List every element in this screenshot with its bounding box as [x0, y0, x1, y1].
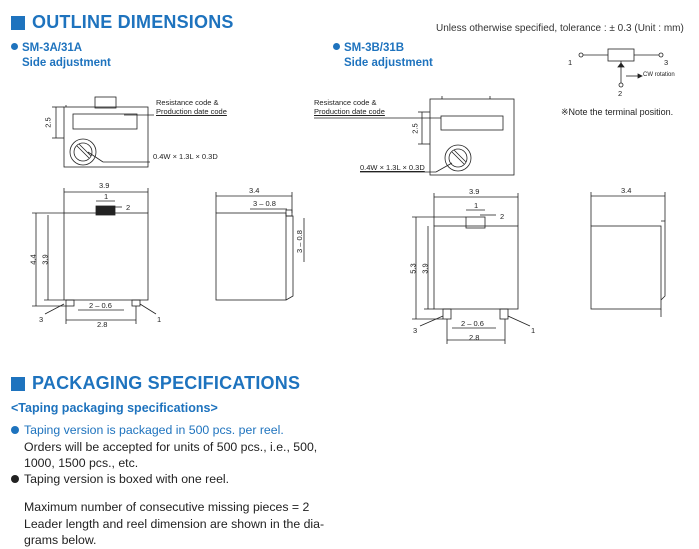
dim-5-3: 5.3: [408, 263, 418, 274]
sm3a-code-callout: Resistance code & Production date code: [156, 98, 227, 116]
dim-2-8: 2.8: [97, 320, 108, 329]
dim-3-9-width: 3.9: [99, 181, 110, 190]
tolerance-note: Unless otherwise specified, tolerance : …: [436, 23, 684, 34]
item1-line3: 1000, 1500 pcs., etc.: [24, 456, 139, 470]
sm3a-hole-callout: 0.4W × 1.3L × 0.3D: [153, 152, 218, 161]
terminal-note: ※Note the terminal position.: [561, 107, 674, 117]
section-marker-outline: [11, 16, 25, 30]
dim-1-width: 1: [104, 192, 109, 201]
missing-line: Maximum number of consecutive missing pi…: [24, 500, 310, 514]
leader-line2: grams below.: [24, 533, 97, 547]
item1-line1: Taping version is packaged in 500 pcs. p…: [24, 423, 284, 437]
cw-rotation-label: CW rotation: [643, 72, 675, 78]
section-marker-packaging: [11, 377, 25, 391]
bullet-dot: [11, 475, 19, 483]
variant-a-label: SM-3A/31A Side adjustment: [11, 41, 111, 71]
dim-1-width: 1: [474, 201, 479, 210]
taping-subtitle: <Taping packaging specifications>: [11, 401, 218, 415]
dim-3-4: 3.4: [621, 186, 632, 195]
dim-3-9-height: 3.9: [40, 254, 50, 265]
dim-2-5: 2.5: [43, 117, 53, 128]
packaging-specifications-title: PACKAGING SPECIFICATIONS: [32, 373, 301, 393]
symbol-terminal-2: 2: [618, 89, 623, 98]
terminal-1-label: 1: [157, 315, 162, 324]
sm3b-front-view: [412, 193, 531, 344]
callout-code-line1: Resistance code &: [156, 98, 219, 107]
variant-a-adjust: Side adjustment: [22, 57, 111, 69]
callout-code-line2: Production date code: [156, 107, 227, 116]
sm3a-side-view: [215, 192, 305, 301]
terminal-2-label: 2: [500, 212, 505, 221]
packaging-item-1: Taping version is packaged in 500 pcs. p…: [11, 422, 317, 472]
callout-code-line2: Production date code: [314, 107, 385, 116]
bullet-dot: [11, 43, 18, 50]
dim-3-9-width: 3.9: [469, 187, 480, 196]
item2-text: Taping version is boxed with one reel.: [24, 472, 230, 486]
dim-2-5: 2.5: [410, 123, 420, 134]
potentiometer-symbol: [578, 48, 664, 88]
terminal-3-label: 3: [413, 326, 418, 335]
terminal-1-label: 1: [531, 326, 536, 335]
sm3a-top-view: [52, 96, 154, 168]
variant-a-model: SM-3A/31A: [22, 42, 83, 54]
dim-3-0-8-vertical: 3 – 0.8: [294, 230, 304, 253]
terminal-3-label: 3: [39, 315, 44, 324]
sm3b-side-view: [590, 192, 666, 317]
sm3b-top-view: [314, 96, 515, 176]
symbol-terminal-3: 3: [664, 58, 669, 67]
leader-line1: Leader length and reel dimension are sho…: [24, 516, 325, 531]
dim-3-9-height: 3.9: [420, 263, 430, 274]
dim-2-0-6: 2 – 0.6: [461, 319, 484, 328]
dim-3-0-8: 3 – 0.8: [253, 199, 276, 208]
variant-b-model: SM-3B/31B: [344, 42, 405, 54]
bullet-dot: [11, 426, 19, 434]
dim-4-4: 4.4: [28, 254, 38, 265]
outline-dimensions-title: OUTLINE DIMENSIONS: [32, 12, 234, 32]
variant-b-label: SM-3B/31B Side adjustment: [333, 41, 433, 71]
callout-code-line1: Resistance code &: [314, 98, 377, 107]
terminal-2-label: 2: [126, 203, 131, 212]
symbol-terminal-1: 1: [568, 58, 573, 67]
dim-2-8: 2.8: [469, 333, 480, 342]
item1-line2: Orders will be accepted for units of 500…: [24, 439, 318, 454]
packaging-missing-note: Maximum number of consecutive missing pi…: [24, 499, 324, 549]
packaging-item-2: Taping version is boxed with one reel.: [11, 471, 229, 488]
sm3b-hole-callout: 0.4W × 1.3L × 0.3D: [360, 163, 425, 172]
dim-3-4: 3.4: [249, 186, 260, 195]
variant-b-adjust: Side adjustment: [344, 57, 433, 69]
sm3a-front-view: [32, 188, 157, 324]
dim-2-0-6: 2 – 0.6: [89, 301, 112, 310]
bullet-dot: [333, 43, 340, 50]
sm3b-code-callout: Resistance code & Production date code: [314, 98, 385, 116]
